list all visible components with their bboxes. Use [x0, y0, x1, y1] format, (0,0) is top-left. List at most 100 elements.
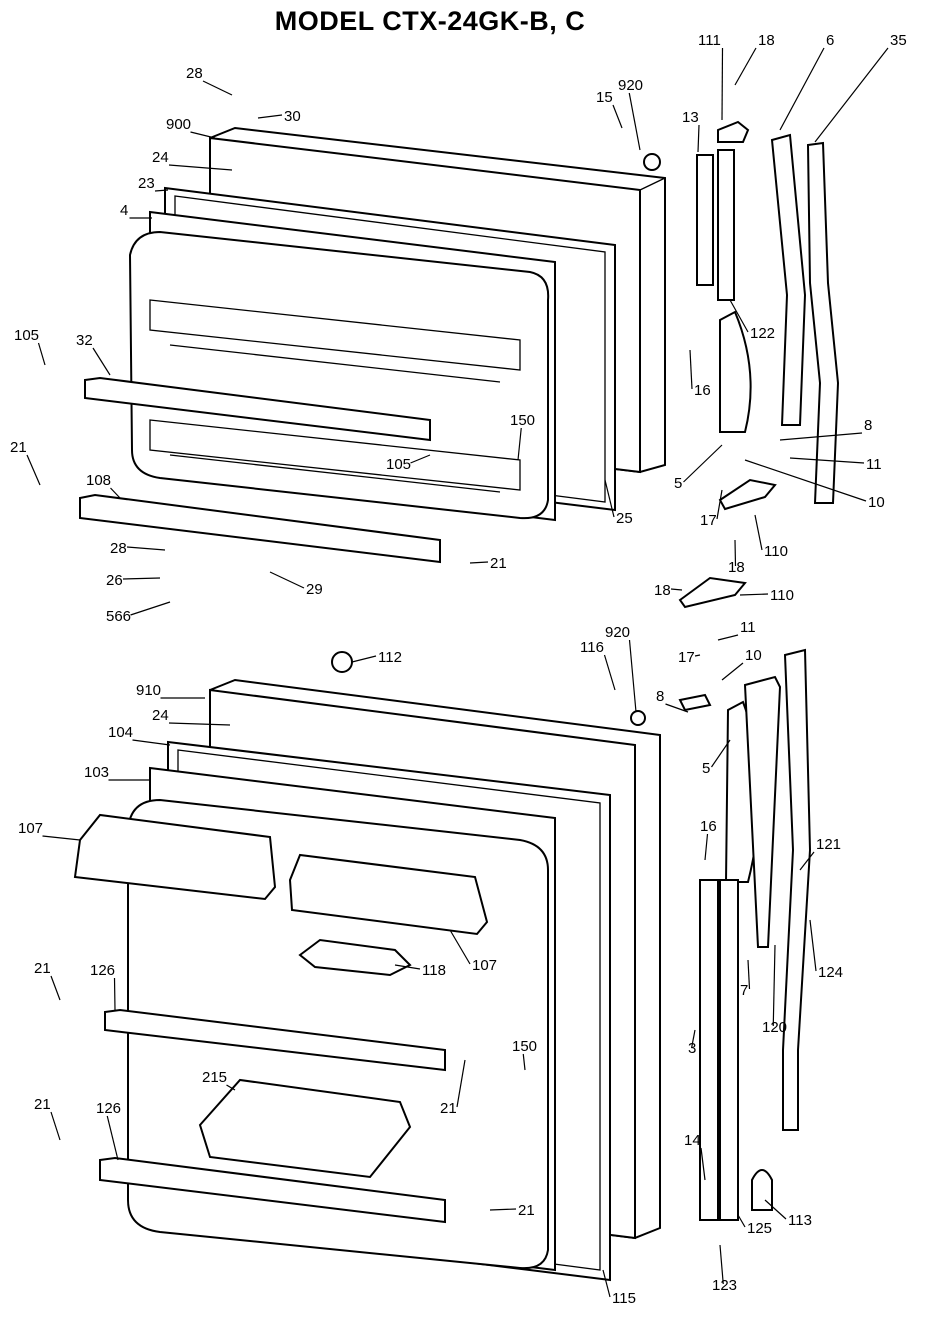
callout-5: 5: [702, 739, 731, 777]
leader-line: [269, 571, 305, 589]
callout-18: 18: [728, 539, 745, 576]
leader-line: [394, 964, 421, 970]
callout-label: 18: [758, 32, 775, 49]
leader-line: [37, 342, 46, 366]
callout-25: 25: [604, 479, 633, 527]
leader-line: [602, 1269, 611, 1298]
callout-label: 10: [745, 647, 762, 664]
callout-label: 910: [136, 682, 161, 699]
leader-line: [721, 662, 744, 681]
callout-115: 115: [602, 1269, 636, 1307]
leader-line: [469, 561, 489, 564]
callout-6: 6: [779, 32, 834, 131]
leader-line: [190, 131, 216, 139]
callout-label: 21: [440, 1100, 457, 1117]
callout-label: 121: [816, 836, 841, 853]
callout-label: 112: [378, 649, 402, 666]
callout-150: 150: [510, 412, 535, 461]
freezer-hinge-hardware: [643, 120, 840, 511]
callout-21: 21: [469, 555, 507, 572]
callout-label: 215: [202, 1069, 227, 1086]
callout-103: 103: [84, 764, 150, 781]
leader-line: [697, 124, 700, 153]
leader-line: [130, 601, 171, 616]
callout-120: 120: [762, 944, 787, 1036]
callout-32: 32: [76, 332, 111, 376]
leader-line: [50, 975, 61, 1001]
leader-line: [456, 1059, 466, 1108]
callout-105: 105: [386, 454, 431, 473]
callout-label: 124: [818, 964, 843, 981]
diagram-title: MODEL CTX-24GK-B, C: [274, 6, 586, 36]
leader-line: [168, 722, 231, 726]
callout-111: 111: [698, 32, 724, 121]
callout-label: 111: [698, 32, 721, 49]
callout-35: 35: [814, 32, 907, 143]
callout-920: 920: [605, 624, 637, 713]
callout-110: 110: [754, 514, 788, 560]
callout-label: 28: [186, 65, 203, 82]
leader-line: [106, 1115, 119, 1161]
callout-label: 920: [605, 624, 630, 641]
callout-label: 23: [138, 175, 155, 192]
leader-line: [734, 47, 757, 86]
leader-line: [449, 929, 471, 965]
callout-label: 21: [10, 439, 27, 456]
callout-14: 14: [684, 1132, 706, 1181]
leader-line: [779, 47, 825, 131]
leader-line: [517, 427, 522, 461]
callout-7: 7: [740, 959, 751, 999]
callout-17: 17: [700, 489, 723, 529]
callout-label: 126: [96, 1100, 121, 1117]
callout-label: 21: [34, 1096, 51, 1113]
callout-122: 122: [729, 299, 775, 342]
callout-16: 16: [700, 818, 717, 861]
callout-label: 900: [166, 116, 191, 133]
callout-label: 123: [712, 1277, 737, 1294]
leader-line: [603, 654, 616, 691]
leader-line: [110, 487, 121, 499]
callout-label: 107: [18, 820, 43, 837]
leader-line: [604, 479, 615, 518]
leader-line: [132, 739, 171, 746]
callout-10: 10: [721, 647, 762, 681]
callout-104: 104: [108, 724, 171, 746]
callout-910: 910: [136, 682, 205, 699]
callout-label: 150: [510, 412, 535, 429]
callout-108: 108: [86, 472, 121, 499]
callout-label: 29: [306, 581, 323, 598]
leader-line: [711, 739, 731, 768]
leader-line: [410, 454, 431, 464]
leader-line: [691, 1029, 696, 1048]
leader-line: [754, 514, 763, 551]
leader-line: [628, 639, 637, 713]
leader-line: [489, 1208, 517, 1211]
callout-label: 24: [152, 149, 169, 166]
callout-label: 104: [108, 724, 133, 741]
callout-label: 25: [616, 510, 633, 527]
leader-line: [739, 593, 769, 596]
callout-label: 18: [728, 559, 745, 576]
callout-label: 103: [84, 764, 109, 781]
callout-121: 121: [799, 836, 841, 871]
callout-label: 920: [618, 77, 643, 94]
callout-label: 17: [700, 512, 717, 529]
callout-label: 5: [674, 475, 682, 492]
leader-line: [716, 489, 723, 520]
leader-line: [683, 444, 723, 483]
callout-label: 24: [152, 707, 169, 724]
callout-21: 21: [10, 439, 41, 486]
leader-line: [92, 347, 111, 376]
callout-label: 16: [694, 382, 711, 399]
leader-line: [522, 1053, 526, 1071]
callout-107: 107: [18, 820, 81, 841]
callout-label: 26: [106, 572, 123, 589]
callout-124: 124: [809, 919, 843, 981]
callout-label: 21: [490, 555, 507, 572]
leader-line: [351, 655, 377, 663]
callout-126: 126: [90, 962, 116, 1011]
leader-line: [126, 546, 166, 551]
leader-line: [717, 634, 739, 641]
callout-label: 125: [747, 1220, 772, 1237]
callout-label: 21: [34, 960, 51, 977]
